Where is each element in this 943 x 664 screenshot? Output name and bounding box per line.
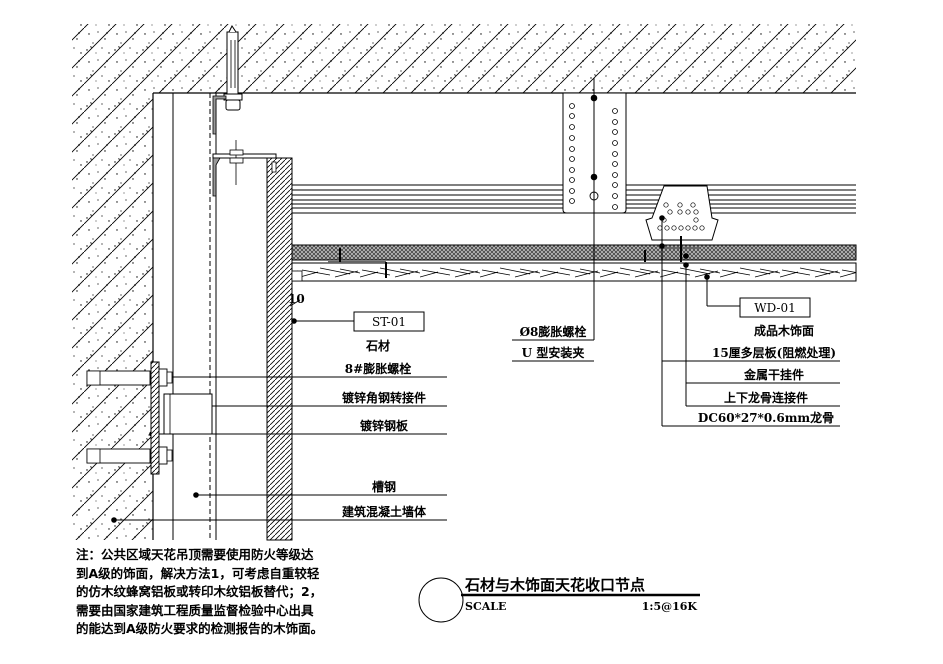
label-steel-plate: 镀锌钢板 xyxy=(360,418,409,433)
fire-rating-note: 注：公共区域天花吊顶需要使用防火等级达 到A级的饰面，解决方法1，可考虑自重较轻… xyxy=(76,546,406,639)
wood-veneer-layer xyxy=(291,248,857,282)
drawing-title: 石材与木饰面天花收口节点 xyxy=(464,576,645,594)
label-keel: DC60*27*0.6mm龙骨 xyxy=(698,410,834,425)
wd-01-tag-box xyxy=(739,297,811,318)
dimension-mark: 10 xyxy=(288,292,305,307)
st-01-tag: ST-01 xyxy=(372,315,406,329)
label-plywood: 15厘多层板(阻燃处理) xyxy=(712,345,836,360)
label-u-clip: U 型安装夹 xyxy=(522,345,585,360)
note-line: 的仿木纹蜂窝铝板或转印木纹铝板替代；2， xyxy=(76,584,323,599)
label-metal-hanger: 金属干挂件 xyxy=(743,367,804,382)
label-phi8-bolt: Ø8膨胀螺栓 xyxy=(520,324,587,339)
top-expansion-bolt xyxy=(212,25,243,135)
label-concrete-wall: 建筑混凝土墙体 xyxy=(341,504,427,519)
plywood-layer xyxy=(291,244,857,261)
title-block: 石材与木饰面天花收口节点 SCALE 1:5@16K xyxy=(418,576,700,623)
concrete-structure xyxy=(72,24,856,540)
label-wood-finish: 成品木饰面 xyxy=(754,323,814,338)
label-stone: 石材 xyxy=(365,338,390,353)
label-8-expansion-bolt: 8#膨胀螺栓 xyxy=(345,361,411,376)
wd-01-tag: WD-01 xyxy=(754,301,796,315)
note-line: 需要由国家建筑工程质量监督检验中心出具 xyxy=(76,602,314,618)
u-clip-hanger xyxy=(562,78,627,340)
note-line: 到A级的饰面，解决方法1，可考虑自重较轻 xyxy=(76,565,320,581)
label-channel-steel: 槽钢 xyxy=(372,479,396,494)
note-line: 的能达到A级防火要求的检测报告的木饰面。 xyxy=(76,621,324,636)
label-keel-connector: 上下龙骨连接件 xyxy=(724,390,808,405)
dimension-value: 10 xyxy=(288,292,305,306)
scale-value: 1:5@16K xyxy=(642,600,698,613)
metal-hanger-bracket xyxy=(644,185,719,262)
wall-anchor-assembly xyxy=(86,361,213,475)
label-angle-connector: 镀锌角钢转接件 xyxy=(342,390,426,405)
stone-panel xyxy=(266,157,293,541)
scale-label: SCALE xyxy=(465,600,506,613)
note-line: 注：公共区域天花吊顶需要使用防火等级达 xyxy=(76,547,314,562)
vertical-frame xyxy=(172,93,217,540)
st-01-tag-box xyxy=(353,311,425,332)
